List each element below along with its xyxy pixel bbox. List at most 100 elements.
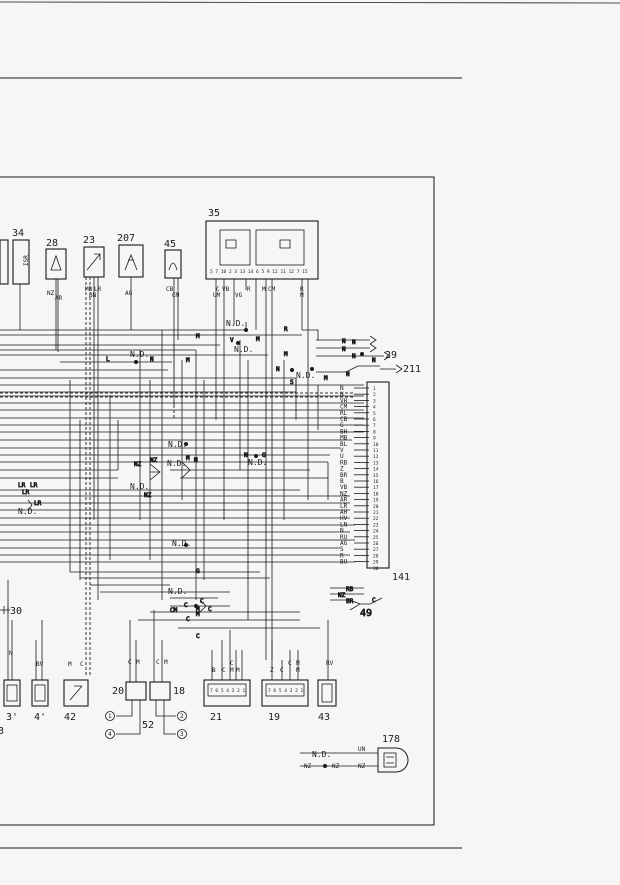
terminal-number: 24 xyxy=(373,529,379,535)
label-29: 29 xyxy=(385,350,397,361)
junction-dots xyxy=(134,328,364,768)
svg-text:N: N xyxy=(352,339,356,346)
bus-wire-label: B xyxy=(340,478,344,485)
terminal-number: 7 xyxy=(373,423,376,429)
svg-text:N.D.: N.D. xyxy=(168,587,187,596)
label-19: 19 xyxy=(268,712,280,723)
bus-wire-label: RL xyxy=(340,410,348,417)
terminal-number: 19 xyxy=(373,498,379,504)
terminal-number: 26 xyxy=(373,541,379,547)
component-49: RB NZ BR C 49 xyxy=(330,586,383,619)
component-34 xyxy=(12,239,30,285)
svg-text:7 6 5 4 3 2 1: 7 6 5 4 3 2 1 xyxy=(268,688,304,694)
label-18: 18 xyxy=(173,686,185,697)
bus-wire-label: Z xyxy=(340,466,344,473)
svg-text:NZ: NZ xyxy=(47,290,55,297)
svg-text:30: 30 xyxy=(10,606,22,617)
svg-text:N: N xyxy=(150,356,154,363)
svg-text:C: C xyxy=(222,667,226,674)
svg-text:CM: CM xyxy=(172,292,180,299)
terminal-number: 6 xyxy=(373,417,376,423)
bus-wire-label: N xyxy=(340,391,344,398)
terminal-number: 12 xyxy=(373,454,379,460)
svg-text:N: N xyxy=(342,346,346,353)
svg-text:CB: CB xyxy=(166,286,174,293)
bus-wire-label: MB xyxy=(340,435,348,442)
svg-text:N.D.: N.D. xyxy=(296,371,315,380)
bus-wire-label: S xyxy=(340,546,344,553)
terminal-number: 23 xyxy=(373,522,379,528)
terminal-number: 25 xyxy=(373,535,379,541)
svg-text:BV: BV xyxy=(36,661,44,668)
svg-text:M: M xyxy=(262,286,266,293)
svg-text:C: C xyxy=(186,616,190,623)
bus-wire-label: CM xyxy=(340,404,348,411)
terminal-number: 16 xyxy=(373,479,379,485)
svg-text:N.D.: N.D. xyxy=(130,350,149,359)
svg-text:R: R xyxy=(247,286,251,293)
label-43: 43 xyxy=(318,712,330,723)
svg-text:M: M xyxy=(136,659,140,666)
svg-text:C: C xyxy=(208,606,212,613)
svg-text:M: M xyxy=(296,667,300,674)
svg-text:M: M xyxy=(230,667,234,674)
svg-text:LR: LR xyxy=(18,482,26,489)
terminal-number: 22 xyxy=(373,516,379,522)
svg-text:Z: Z xyxy=(270,667,274,674)
svg-text:AG: AG xyxy=(125,290,133,297)
svg-text:NZ: NZ xyxy=(338,592,346,599)
relay-block-35 xyxy=(205,220,319,280)
label-35: 35 xyxy=(208,208,220,219)
component-30: 30 xyxy=(0,606,22,617)
component-34-left xyxy=(0,239,9,285)
svg-text:M: M xyxy=(236,667,240,674)
svg-text:NZ: NZ xyxy=(358,763,366,770)
terminal-number: 4 xyxy=(373,405,376,411)
svg-text:M: M xyxy=(194,457,198,464)
svg-text:N.D.: N.D. xyxy=(234,345,253,354)
bus-wire-label: N xyxy=(340,528,344,535)
label-207: 207 xyxy=(117,233,135,244)
bus-wire-label: VB xyxy=(340,484,348,491)
connector-pins-52: 1 4 2 3 xyxy=(105,711,187,739)
svg-text:M: M xyxy=(256,336,260,343)
svg-text:V: V xyxy=(230,337,234,344)
svg-text:42: 42 xyxy=(64,712,76,723)
diagram-frame xyxy=(0,176,435,826)
svg-text:NZ: NZ xyxy=(144,492,152,499)
svg-text:R: R xyxy=(284,326,288,333)
bus-wire-label: LR xyxy=(340,503,348,510)
label-21: 21 xyxy=(210,712,222,723)
svg-text:BR: BR xyxy=(346,598,354,605)
svg-text:N.D.: N.D. xyxy=(312,750,331,759)
terminal-number: 3 xyxy=(373,398,376,404)
component-45 xyxy=(164,249,182,279)
svg-text:M: M xyxy=(164,659,168,666)
component-207 xyxy=(118,244,144,278)
component-3-prime xyxy=(3,679,21,707)
top-edge-rule xyxy=(0,1,620,4)
svg-text:M: M xyxy=(284,351,288,358)
terminal-number: 5 xyxy=(373,411,376,417)
label-52: 52 xyxy=(142,720,154,731)
svg-text:C: C xyxy=(288,660,292,667)
svg-text:M: M xyxy=(324,375,328,382)
bus-wire-label: BH xyxy=(340,428,348,435)
label-23: 23 xyxy=(83,235,95,246)
svg-text:178: 178 xyxy=(382,734,400,745)
bus-wire-label: V xyxy=(340,447,344,454)
svg-text:C: C xyxy=(196,633,200,640)
svg-text:7 6 5 4 3 2 1: 7 6 5 4 3 2 1 xyxy=(210,688,246,694)
svg-text:M: M xyxy=(196,611,200,618)
bus-wire-label: AG xyxy=(340,540,348,547)
bus-wire-label: AR xyxy=(340,497,348,504)
svg-text:N: N xyxy=(342,338,346,345)
terminal-number: 2 xyxy=(373,392,376,398)
component-20 xyxy=(125,681,147,701)
svg-text:NZ: NZ xyxy=(150,457,158,464)
bus-wire-label: BL xyxy=(340,441,348,448)
component-18 xyxy=(149,681,171,701)
svg-text:AR: AR xyxy=(55,295,63,302)
svg-text:C: C xyxy=(280,667,284,674)
svg-text:NZ: NZ xyxy=(304,763,312,770)
